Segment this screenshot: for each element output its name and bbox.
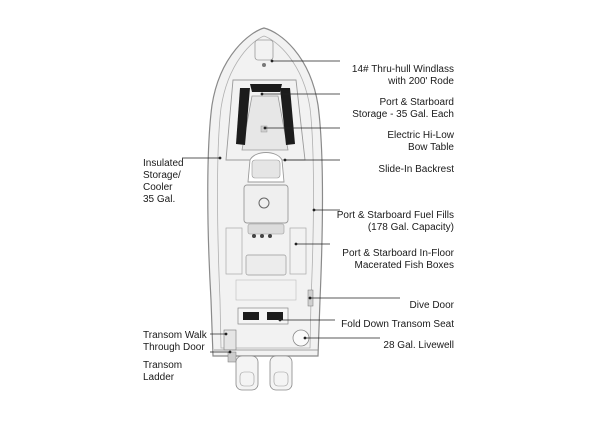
windlass-fitting [262, 63, 266, 67]
transom-ladder [227, 351, 237, 363]
label-livewell: 28 Gal. Livewell [383, 340, 454, 351]
label-cooler: Insulated Storage/ Cooler 35 Gal. [143, 158, 184, 205]
leader-dots-right [260, 59, 316, 340]
label-windlass: 14# Thru-hull Windlass with 200' Rode [351, 64, 454, 87]
label-transom-seat: Fold Down Transom Seat [341, 319, 454, 330]
port-bow-cushion [236, 88, 250, 145]
port-fish-box [225, 227, 243, 275]
starboard-engine-cowl [273, 371, 289, 387]
label-ladder: Transom Ladder [143, 360, 183, 383]
aft-deck-hatch [235, 279, 297, 301]
label-walk-door: Transom Walk Through Door [143, 330, 207, 353]
helm-wheel [258, 197, 270, 209]
port-engine-cowl [239, 371, 255, 387]
transom-seat-cushion-right [267, 312, 283, 320]
starboard-fish-box [289, 227, 307, 275]
label-fish-boxes: Port & Starboard In-Floor Macerated Fish… [342, 248, 454, 271]
label-backrest: Slide-In Backrest [378, 164, 454, 175]
helm-fitting-1 [252, 234, 256, 238]
helm-seat [247, 223, 285, 235]
label-bow-table: Electric Hi-Low Bow Table [387, 130, 454, 153]
helm-fitting-3 [268, 234, 272, 238]
bow-table-mount [260, 125, 268, 133]
windlass-hatch [254, 39, 274, 61]
gunwale-line [217, 35, 314, 349]
port-engine [235, 355, 259, 391]
transom-seat-cushion-left [243, 312, 259, 320]
forward-bow-cushion [250, 84, 282, 92]
console-windshield [251, 159, 281, 179]
leader-dots-left [218, 156, 232, 354]
starboard-bow-cushion [280, 88, 295, 145]
leader-lines-right [262, 60, 400, 339]
label-storage: Port & Starboard Storage - 35 Gal. Each [352, 97, 454, 120]
label-dive-door: Dive Door [409, 300, 454, 311]
label-fuel-fills: Port & Starboard Fuel Fills (178 Gal. Ca… [336, 210, 454, 233]
leader-lines-left [182, 157, 230, 353]
starboard-engine [269, 355, 293, 391]
center-console [243, 184, 289, 224]
leaning-post [245, 254, 287, 276]
helm-fitting-2 [260, 234, 264, 238]
